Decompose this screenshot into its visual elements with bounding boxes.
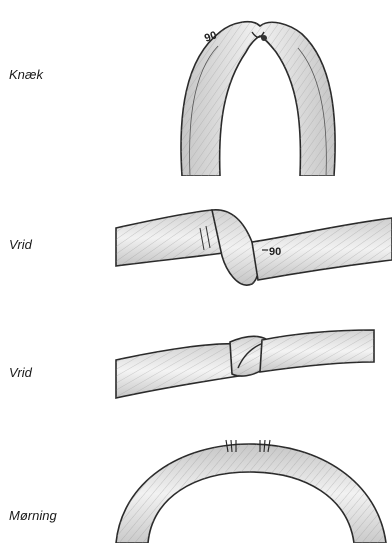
twist-illustration-1: 90 xyxy=(112,198,392,298)
svg-text:90: 90 xyxy=(269,246,281,258)
label-crush: Mørning xyxy=(9,508,57,523)
label-twist-2: Vrid xyxy=(9,365,32,380)
kink-illustration: 90 xyxy=(160,4,360,176)
twist-illustration-2 xyxy=(112,316,377,410)
label-kink: Knæk xyxy=(9,67,43,82)
label-twist-1: Vrid xyxy=(9,237,32,252)
crush-illustration xyxy=(110,432,392,543)
